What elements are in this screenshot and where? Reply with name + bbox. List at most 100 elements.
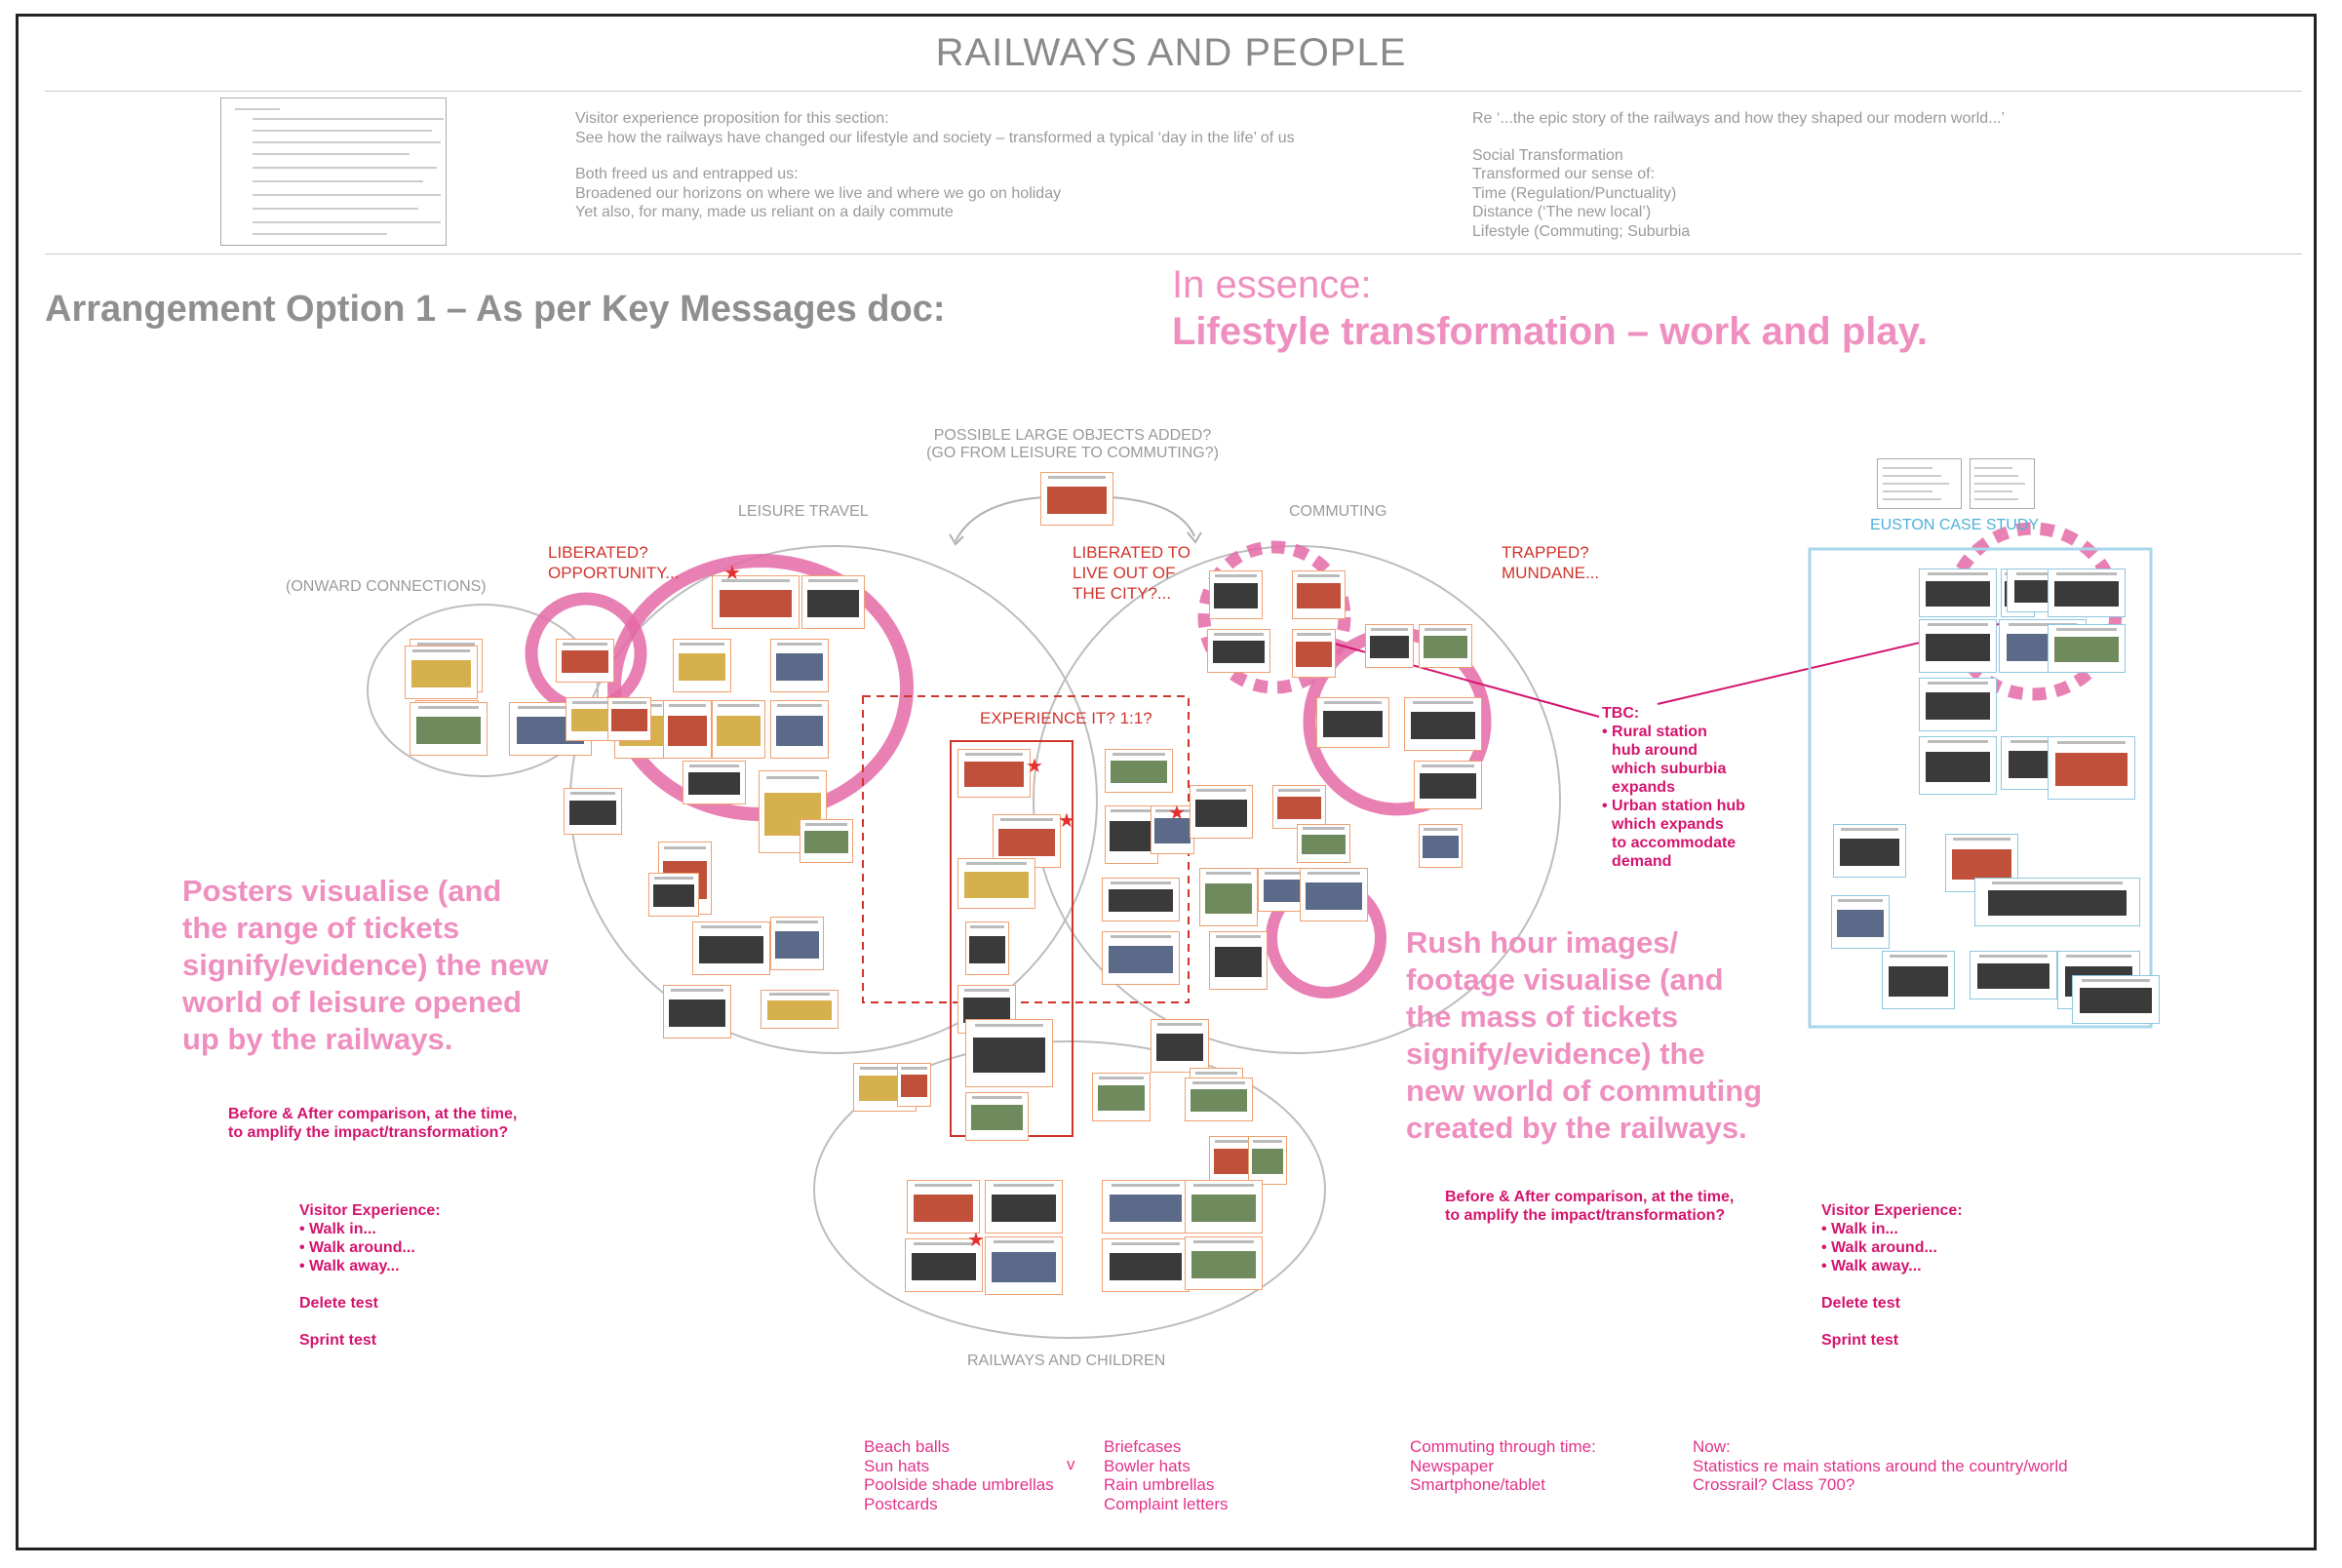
exhibit-thumbnail: [965, 921, 1009, 975]
exhibit-thumbnail: [410, 702, 488, 756]
exhibit-thumbnail: [1831, 895, 1890, 949]
exhibit-thumbnail: [1300, 868, 1368, 921]
proposition-text: Visitor experience proposition for this …: [575, 110, 1295, 220]
exhibit-thumbnail: [905, 1238, 983, 1292]
exhibit-thumbnail: [1419, 824, 1463, 868]
essence-text: Lifestyle transformation – work and play…: [1172, 310, 1928, 353]
liberated-label: LIBERATED?OPPORTUNITY...: [548, 543, 680, 582]
exhibit-thumbnail: [1040, 472, 1113, 526]
exhibit-thumbnail: [907, 1180, 980, 1234]
highlight-star-icon: ★: [1026, 756, 1043, 777]
exhibit-thumbnail: [1190, 785, 1253, 839]
exhibit-thumbnail: [770, 917, 824, 970]
exhibit-thumbnail: [2072, 975, 2160, 1024]
sprint-test-right: Sprint test: [1821, 1332, 1899, 1349]
essence-label: In essence:: [1172, 263, 1372, 306]
exhibit-thumbnail: [2048, 568, 2126, 617]
exhibit-thumbnail: [801, 575, 865, 629]
exhibit-thumbnail: [648, 873, 699, 917]
exhibit-thumbnail: [1102, 1238, 1190, 1292]
highlight-star-icon: ★: [1168, 803, 1186, 824]
exhibit-thumbnail: [985, 1180, 1063, 1234]
exhibit-thumbnail: [712, 700, 765, 759]
railways-children-ellipse: [813, 1040, 1326, 1339]
exhibit-thumbnail: [405, 646, 478, 699]
trapped-label: TRAPPED?MUNDANE...: [1502, 543, 1600, 582]
euston-case-study-label: EUSTON CASE STUDY: [1870, 517, 2040, 533]
large-objects-arrow-right: [1111, 496, 1195, 537]
exhibit-thumbnail: [607, 697, 651, 741]
commuting-label: COMMUTING: [1289, 503, 1387, 520]
exhibit-thumbnail: [1919, 619, 1997, 673]
experience-label: EXPERIENCE IT? 1:1?: [980, 709, 1152, 727]
exhibit-thumbnail: [1102, 878, 1180, 921]
euston-doc-thumbnail: [1877, 458, 1962, 509]
railways-children-label: RAILWAYS AND CHILDREN: [967, 1352, 1166, 1369]
social-transformation-text: Re ‘...the epic story of the railways an…: [1472, 110, 2006, 240]
exhibit-thumbnail: [1199, 868, 1258, 926]
exhibit-thumbnail: [1292, 570, 1346, 619]
arrangement-heading: Arrangement Option 1 – As per Key Messag…: [45, 289, 946, 330]
exhibit-thumbnail: [1207, 629, 1270, 673]
exhibit-thumbnail: [683, 761, 746, 804]
exhibit-thumbnail: [897, 1063, 931, 1107]
exhibit-thumbnail: [985, 1236, 1063, 1295]
exhibit-thumbnail: [1105, 805, 1158, 864]
exhibit-thumbnail: [1185, 1180, 1263, 1234]
exhibit-thumbnail: [1102, 1180, 1190, 1234]
exhibit-thumbnail: [1092, 1073, 1151, 1121]
highlight-star-icon: ★: [1058, 810, 1075, 832]
exhibit-thumbnail: [1151, 1019, 1209, 1073]
exhibit-thumbnail: [965, 1092, 1029, 1141]
divider-top: [45, 91, 2302, 92]
exhibit-thumbnail: [1209, 570, 1263, 619]
sprint-test-left: Sprint test: [299, 1332, 377, 1349]
exhibit-thumbnail: [692, 921, 770, 975]
before-after-note-right: Before & After comparison, at the time,t…: [1445, 1189, 1735, 1224]
exhibit-thumbnail: [556, 639, 614, 683]
before-after-note-left: Before & After comparison, at the time,t…: [228, 1106, 518, 1141]
euston-doc-thumbnail: [1970, 458, 2035, 509]
exhibit-thumbnail: [1833, 824, 1906, 878]
board-frame: [16, 14, 2317, 1550]
exhibit-thumbnail: [1919, 736, 1997, 795]
divider-mid: [45, 254, 2302, 255]
exhibit-thumbnail: [663, 700, 712, 759]
tbc-connector-left: [1291, 631, 1600, 718]
exhibit-thumbnail: [673, 639, 731, 692]
exhibit-thumbnail: [800, 819, 853, 863]
exhibit-thumbnail: [2048, 736, 2135, 800]
exhibit-thumbnail: [1209, 931, 1268, 990]
exhibit-thumbnail: [1414, 761, 1482, 809]
exhibit-thumbnail: [761, 990, 839, 1029]
visitor-experience-right: Visitor Experience: Walk in...Walk aroun…: [1821, 1201, 1963, 1350]
exhibit-thumbnail: [1919, 678, 1997, 731]
exhibit-thumbnail: [1185, 1236, 1263, 1290]
large-objects-arrow-left: [955, 496, 1044, 542]
exhibit-thumbnail: [1297, 824, 1350, 863]
exhibit-thumbnail: [1185, 1078, 1253, 1121]
exhibit-thumbnail: [1272, 785, 1326, 829]
exhibit-thumbnail: [564, 788, 622, 835]
exhibit-thumbnail: [1919, 568, 1997, 617]
exhibit-thumbnail: [1105, 749, 1173, 793]
visitor-experience-left: Visitor Experience: Walk in...Walk aroun…: [299, 1201, 441, 1350]
euston-case-study-box: [1808, 547, 2153, 1029]
exhibit-thumbnail: [1102, 931, 1180, 985]
delete-test-right: Delete test: [1821, 1295, 1900, 1312]
onward-connections-label: (ONWARD CONNECTIONS): [286, 578, 487, 595]
exhibit-thumbnail: [1419, 624, 1472, 668]
highlight-star-icon: ★: [967, 1230, 985, 1251]
exhibit-thumbnail: [957, 858, 1035, 909]
onward-connections-ellipse: [367, 604, 599, 777]
exhibit-thumbnail: [712, 575, 800, 629]
versus-marker: v: [1067, 1455, 1075, 1473]
exhibit-thumbnail: [1316, 697, 1389, 748]
